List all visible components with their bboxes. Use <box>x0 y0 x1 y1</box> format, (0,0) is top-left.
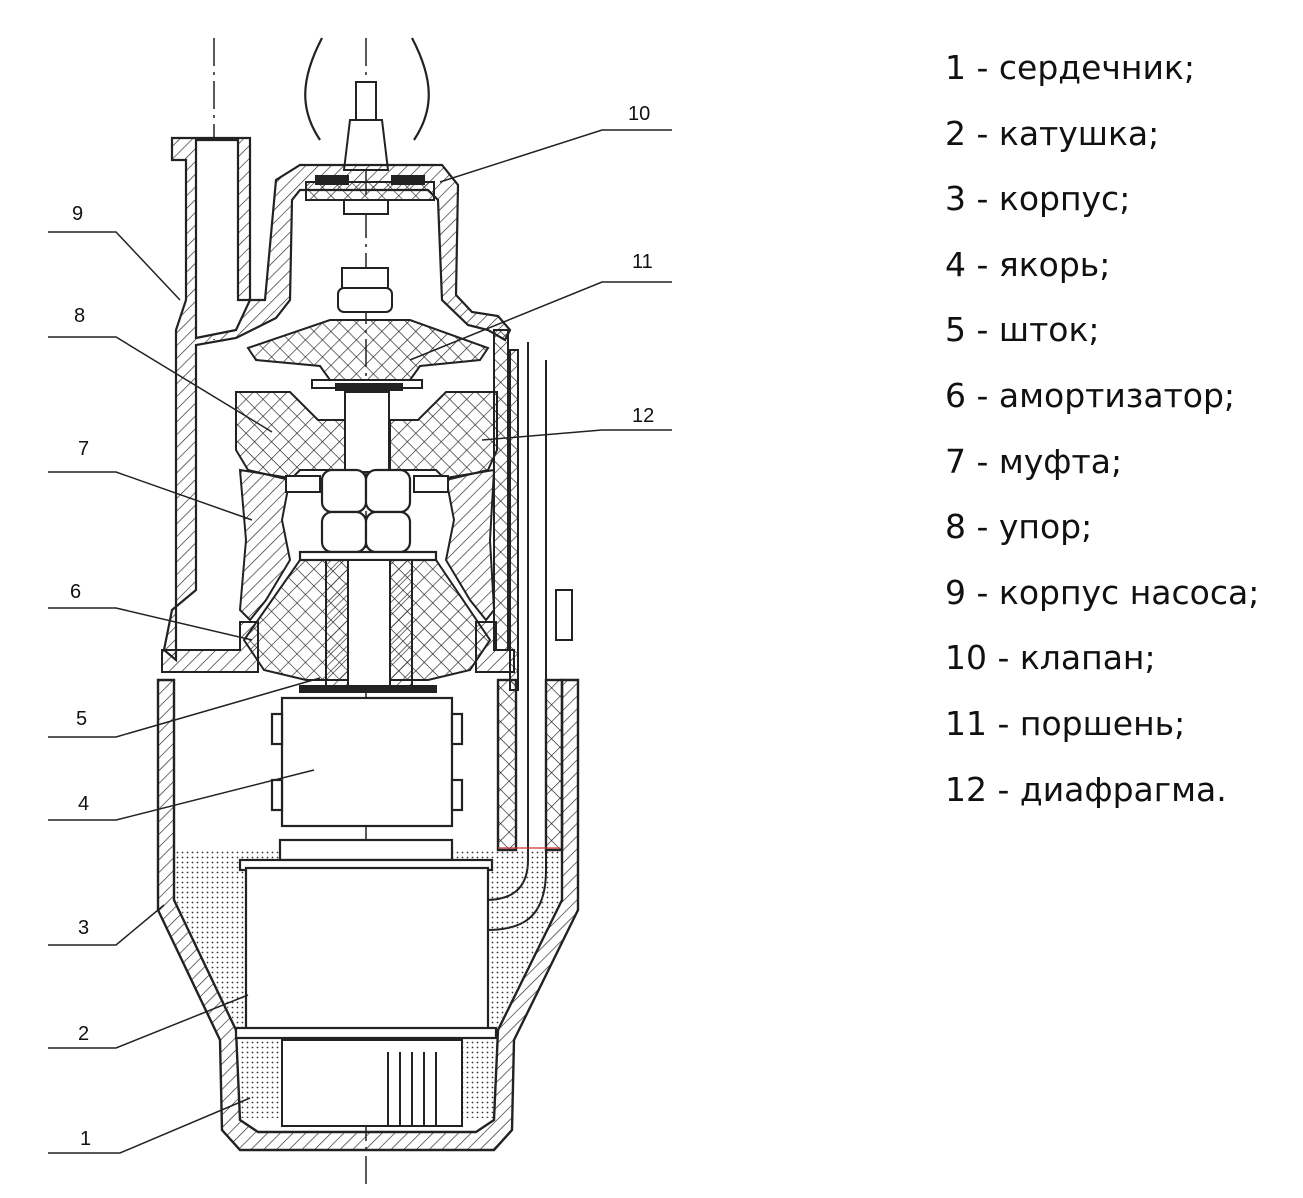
leader-8 <box>48 336 273 433</box>
pump-body <box>162 136 512 663</box>
callout-2: 2 <box>78 1023 89 1045</box>
leader-4 <box>48 769 315 821</box>
leader-12 <box>481 429 672 441</box>
legend-item: 9 - корпус насоса; <box>945 572 1260 612</box>
diaphragm <box>235 391 498 482</box>
callout-12: 12 <box>632 405 654 427</box>
core <box>281 1039 463 1127</box>
valve <box>305 175 435 215</box>
legend-item: 5 - шток; <box>945 310 1100 350</box>
shock-absorber <box>242 559 492 689</box>
leader-1 <box>48 1097 251 1154</box>
callout-7: 7 <box>78 438 89 460</box>
callout-10: 10 <box>628 103 650 125</box>
legend-item: 2 - катушка; <box>945 113 1160 153</box>
legend-item: 8 - упор; <box>945 507 1093 547</box>
stem-nuts <box>298 468 438 562</box>
callout-9: 9 <box>72 203 83 225</box>
legend-item: 3 - корпус; <box>945 179 1131 219</box>
anchor <box>270 696 464 828</box>
leader-10 <box>439 129 672 183</box>
cable-connector <box>342 81 390 171</box>
callout-5: 5 <box>76 708 87 730</box>
callout-8: 8 <box>74 305 85 327</box>
callout-numbers: 1 2 3 4 5 6 7 8 9 10 11 12 <box>70 103 654 1150</box>
legend-item: 4 - якорь; <box>945 244 1111 284</box>
callout-1: 1 <box>80 1128 91 1150</box>
legend-item: 1 - сердечник; <box>945 48 1195 87</box>
callout-3: 3 <box>78 917 89 939</box>
legend-item: 6 - амортизатор; <box>945 375 1236 415</box>
coupling <box>238 468 496 622</box>
leader-9 <box>48 231 181 301</box>
cable-arcs <box>304 37 430 141</box>
piston <box>246 267 490 391</box>
legend-item: 10 - клапан; <box>945 638 1156 678</box>
leader-7 <box>48 471 253 521</box>
legend-item: 7 - муфта; <box>945 441 1123 481</box>
leader-5 <box>48 677 321 738</box>
parts-legend: 1 - сердечник; 2 - катушка; 3 - корпус; … <box>945 44 1259 831</box>
leader-2 <box>48 994 249 1049</box>
leader-6 <box>48 607 253 641</box>
coil <box>176 838 560 1118</box>
leader-11 <box>409 281 672 361</box>
callout-6: 6 <box>70 581 81 603</box>
callout-11: 11 <box>632 251 653 273</box>
legend-item: 11 - поршень; <box>945 703 1186 743</box>
leader-3 <box>48 904 165 946</box>
callout-4: 4 <box>78 793 89 815</box>
legend-item: 12 - диафрагма. <box>945 769 1227 809</box>
callout-leaders <box>48 129 672 1154</box>
side-tube <box>485 329 573 931</box>
